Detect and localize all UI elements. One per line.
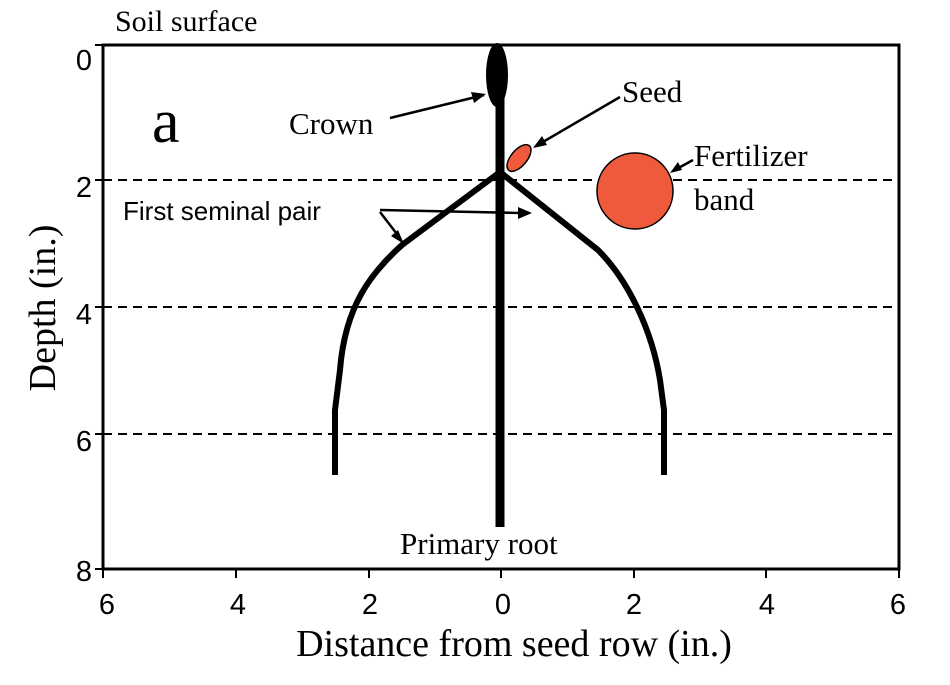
crown bbox=[486, 43, 508, 107]
panel-label: a bbox=[152, 88, 180, 156]
x-tick-label-1: 6 bbox=[99, 589, 115, 621]
fertilizer-arrowhead bbox=[670, 162, 682, 173]
y-tick-label-4: 4 bbox=[76, 299, 92, 331]
y-axis-title: Depth (in.) bbox=[22, 225, 64, 392]
y-tick-label-2: 2 bbox=[76, 172, 92, 204]
seminal-arrow-right bbox=[379, 208, 521, 215]
crown-arrowhead bbox=[471, 92, 486, 103]
x-tick-label-4: 0 bbox=[495, 589, 511, 621]
seed-label: Seed bbox=[622, 74, 683, 109]
seminal-root-left bbox=[332, 169, 502, 475]
x-axis-title: Distance from seed row (in.) bbox=[296, 623, 732, 665]
y-tick-label-6: 6 bbox=[76, 426, 92, 458]
fertilizer-label-line1: Fertilizer bbox=[694, 138, 808, 173]
seminal-arrowhead-left bbox=[391, 230, 404, 244]
x-tick-label-3: 2 bbox=[362, 589, 378, 621]
seminal-root-right bbox=[498, 169, 667, 475]
x-tick-label-5: 2 bbox=[626, 589, 642, 621]
y-tick-label-8: 8 bbox=[76, 556, 92, 588]
seed-arrow bbox=[535, 95, 621, 148]
x-tick-label-7: 6 bbox=[890, 589, 906, 621]
seed-arrowhead bbox=[533, 136, 547, 148]
seminal-arrowhead-right bbox=[518, 207, 532, 219]
crown-label: Crown bbox=[289, 106, 374, 141]
fertilizer-band bbox=[596, 152, 674, 230]
seminal-label: First seminal pair bbox=[123, 196, 321, 226]
y-tick-label-0: 0 bbox=[76, 45, 92, 77]
crown-arrow bbox=[389, 93, 485, 120]
seed bbox=[506, 143, 532, 173]
x-tick-label-6: 4 bbox=[759, 589, 775, 621]
x-tick-label-2: 4 bbox=[230, 589, 246, 621]
fertilizer-label-line2: band bbox=[694, 182, 755, 217]
primary-root-label: Primary root bbox=[400, 526, 558, 561]
soil-surface-label: Soil surface bbox=[115, 5, 257, 38]
